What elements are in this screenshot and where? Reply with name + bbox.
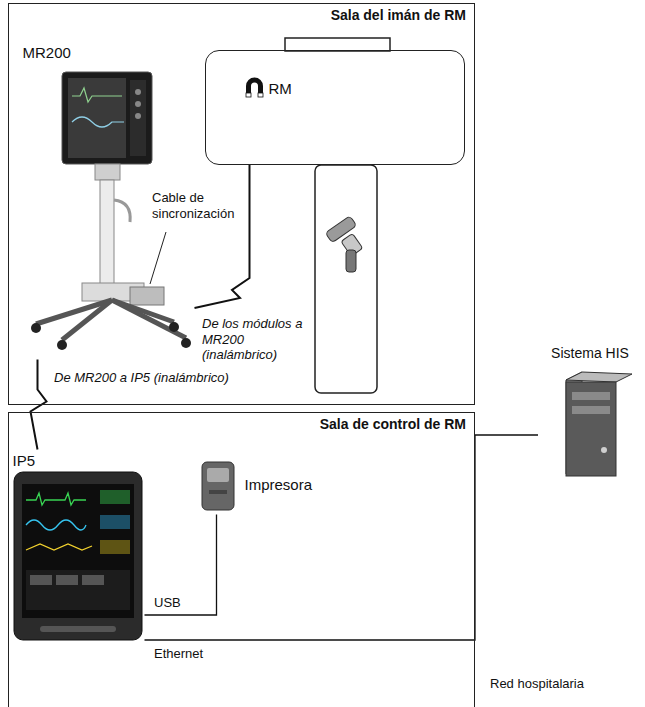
node-label: IP5 — [10, 450, 39, 471]
node-label: MR200 — [20, 42, 74, 63]
server-icon — [566, 372, 632, 476]
mr200-cart-part — [169, 322, 179, 332]
room-region: Sala de control de RM IP5Impresora — [8, 412, 475, 707]
connector-label: De los módulos a MR200 (inalámbrico) — [200, 316, 312, 363]
mr200-cart-part — [112, 300, 186, 338]
mr200-cart-part — [95, 164, 120, 180]
ip5-monitor-part — [100, 540, 130, 554]
leader-line — [150, 232, 166, 284]
ip5-monitor-part — [26, 544, 92, 550]
mri-scanner-part — [315, 165, 377, 393]
server-icon-part — [566, 372, 632, 382]
printer-icon-part — [202, 462, 234, 510]
scanner-box: RM — [205, 50, 465, 165]
mr200-cart-part — [135, 113, 141, 119]
server-box: Sistema HIS — [538, 343, 642, 478]
ip5-monitor — [14, 472, 142, 640]
mr200-cart-part — [181, 338, 191, 348]
ip5-monitor-part — [26, 493, 86, 505]
ip5-monitor-part — [14, 472, 142, 640]
printer-icon-part — [207, 468, 229, 482]
mri-scanner-part — [246, 78, 263, 98]
device-box: IP5 — [10, 450, 145, 645]
mr200-cart-part — [72, 88, 122, 102]
cable-connector — [145, 435, 539, 640]
connector-label: De MR200 a IP5 (inalámbrico) — [52, 370, 231, 386]
ip5-monitor-part — [26, 570, 130, 610]
annotation-label: Cable de sincronización — [150, 190, 246, 221]
printer-icon — [202, 462, 234, 510]
wireless-link — [195, 165, 250, 309]
ip5-monitor-part — [40, 626, 116, 632]
ip5-monitor-part — [22, 484, 134, 618]
ip5-monitor-part — [82, 575, 104, 585]
mr200-cart-part — [62, 72, 152, 164]
ip5-monitor-part — [26, 520, 86, 530]
mr200-cart-part — [72, 117, 124, 127]
mr200-cart-part — [130, 287, 164, 305]
node-label: Impresora — [245, 476, 313, 493]
mr200-cart-part — [62, 300, 112, 340]
mr200-cart-part — [135, 89, 141, 95]
annotation-label: Red hospitalaria — [488, 676, 586, 692]
ip5-monitor-part — [100, 515, 130, 529]
node-label: Sistema HIS — [538, 343, 642, 361]
server-icon-part — [572, 392, 610, 400]
mr200-cart-part — [100, 180, 114, 288]
mr200-cart-part — [130, 80, 146, 156]
connector-label: USB — [152, 595, 183, 611]
mri-scanner-part — [258, 93, 263, 97]
mr200-cart-part — [114, 200, 130, 222]
mr200-cart-part — [57, 340, 67, 350]
ip5-monitor-part — [30, 575, 52, 585]
printer-icon-part — [209, 490, 227, 494]
node-label: Sala de control de RM — [318, 416, 468, 432]
mri-scanner-part — [346, 250, 356, 272]
connector-layer — [31, 165, 539, 641]
ip5-monitor-part — [100, 490, 130, 504]
mr200-cart-part — [135, 101, 141, 107]
connector-label: Ethernet — [152, 646, 205, 662]
printer-box: Impresora — [195, 458, 335, 515]
mri-scanner-part — [246, 93, 251, 97]
mr200-cart-part — [68, 78, 126, 158]
mr200-cart-part — [31, 323, 41, 333]
server-icon-part — [566, 382, 616, 476]
node-label: Sala del imán de RM — [329, 7, 468, 23]
node-label: RM — [269, 80, 292, 97]
server-icon-part — [572, 406, 610, 414]
cable-connector — [145, 515, 217, 616]
ip5-monitor-part — [56, 575, 78, 585]
server-icon-part — [601, 447, 607, 453]
